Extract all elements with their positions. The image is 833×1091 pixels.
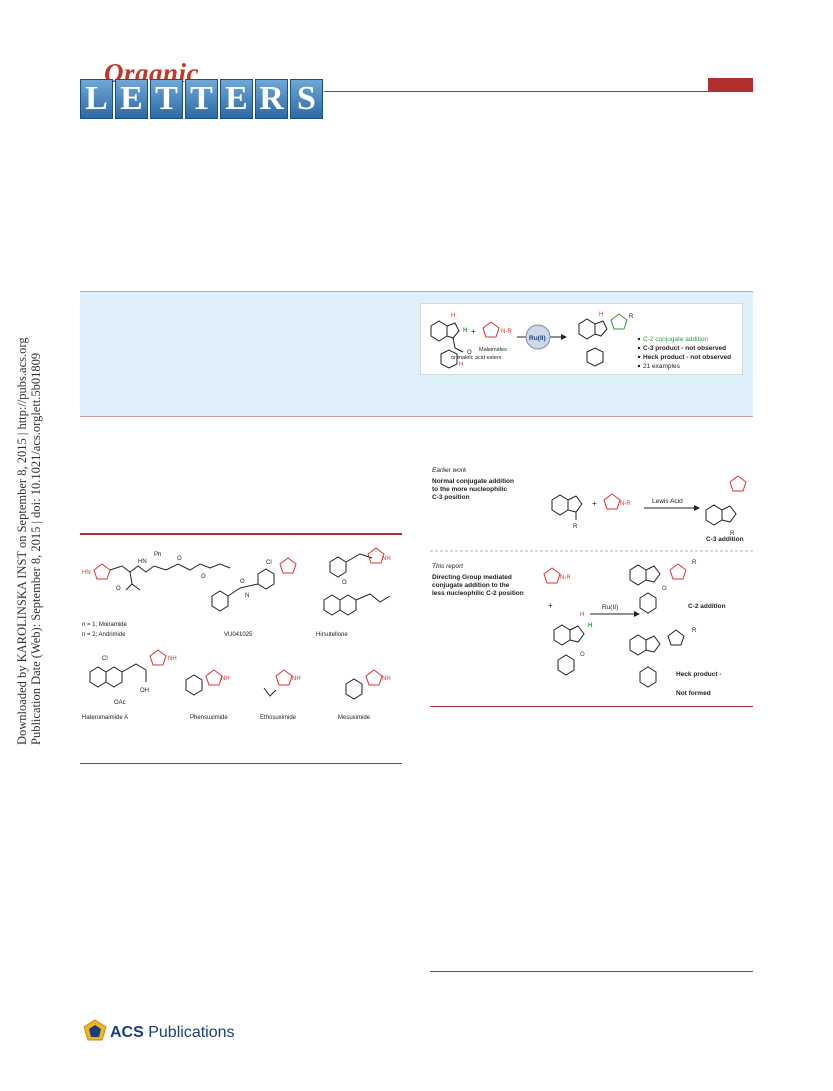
svg-text:H: H xyxy=(463,328,467,334)
andrimide-label: n = 2; Andrimide xyxy=(82,632,126,638)
svg-text:O: O xyxy=(580,652,585,658)
earlier-work-label: Earlier work xyxy=(432,467,467,474)
ethosuximide-label: Ethosuximide xyxy=(260,715,297,721)
svg-text:O: O xyxy=(240,579,245,585)
logo-letter: E xyxy=(220,79,253,119)
svg-text:Cl: Cl xyxy=(102,656,108,662)
svg-text:NH: NH xyxy=(221,676,230,682)
toc-bullet: C-2 conjugate addition xyxy=(643,336,708,343)
svg-text:HN: HN xyxy=(138,559,147,565)
svg-text:O: O xyxy=(201,574,206,580)
logo-letter: T xyxy=(185,79,218,119)
svg-text:+: + xyxy=(471,327,476,336)
logo-letter: R xyxy=(255,79,288,119)
acs-logo-icon xyxy=(83,1019,107,1041)
phensuximide-label: Phensuximide xyxy=(190,715,228,721)
svg-text:O: O xyxy=(116,586,121,592)
logo-letter: L xyxy=(80,79,113,119)
report-desc-line: conjugate addition to the xyxy=(432,582,510,589)
svg-text:H: H xyxy=(451,313,455,319)
acs-publications-logo[interactable]: ACS Publications xyxy=(110,1024,235,1042)
svg-text:N-R: N-R xyxy=(620,501,631,507)
heck-product-label: Heck product - xyxy=(676,671,722,678)
journal-logo: L E T T E R S xyxy=(80,79,323,119)
svg-text:H: H xyxy=(588,623,592,629)
svg-text:NH: NH xyxy=(382,556,391,562)
hirsutellone-label: Hirsutellone xyxy=(316,632,348,638)
svg-text:NH: NH xyxy=(292,676,301,682)
toc-bullet: C-3 product - not observed xyxy=(643,345,726,352)
haterumaimide-label: Haterumaimide A xyxy=(82,715,128,721)
mesuximide-label: Mesuximide xyxy=(338,715,371,721)
svg-text:R: R xyxy=(629,314,634,320)
svg-text:H: H xyxy=(580,612,584,618)
svg-text:R: R xyxy=(573,524,578,530)
toc-scheme: H H H O + N-R Maleimides or maleic acid … xyxy=(430,312,731,370)
svg-text:+: + xyxy=(592,499,597,508)
svg-text:N-R: N-R xyxy=(560,575,571,581)
svg-text:O: O xyxy=(177,556,182,562)
this-report-label: This report xyxy=(432,563,464,570)
svg-text:R: R xyxy=(730,531,735,537)
figure-left-top-rule xyxy=(80,533,402,535)
svg-text:HN: HN xyxy=(82,570,91,576)
toc-bullet: Heck product - not observed xyxy=(643,354,731,361)
earlier-desc-line: Normal conjugate addition xyxy=(432,478,514,485)
logo-letter: E xyxy=(115,79,148,119)
c3-addition-label: C-3 addition xyxy=(706,536,744,543)
oh-label: OH xyxy=(140,688,149,694)
logo-letter: S xyxy=(290,79,323,119)
svg-text:N: N xyxy=(245,593,249,599)
masthead-tab xyxy=(708,78,753,92)
figure-left-structures: HN O HN Ph O O n = 1; Moiramide n = 2; A… xyxy=(82,547,391,721)
figure-right-bottom-rule xyxy=(430,706,753,707)
figure-right-scheme: Earlier work Normal conjugate addition t… xyxy=(430,467,753,697)
publication-date-line: Publication Date (Web): September 8, 201… xyxy=(29,352,43,745)
report-desc-line: less nucleophilic C-2 position xyxy=(432,590,524,597)
svg-text:O: O xyxy=(467,350,472,356)
toc-maleimides-label: Maleimides xyxy=(479,347,507,353)
oac-label: OAc xyxy=(114,700,126,706)
not-formed-label: Not formed xyxy=(676,690,711,697)
acs-logo-publications: Publications xyxy=(148,1024,235,1041)
toc-graphic: H H H O + N-R Maleimides or maleic acid … xyxy=(420,303,743,375)
svg-text:O: O xyxy=(342,580,347,586)
earlier-desc-line: to the more nucleophilic xyxy=(432,486,508,493)
logo-letter: T xyxy=(150,79,183,119)
svg-text:NH: NH xyxy=(382,676,391,682)
cl-label: Cl xyxy=(266,560,272,566)
svg-text:H: H xyxy=(459,362,463,368)
svg-text:R: R xyxy=(692,628,697,634)
svg-text:O: O xyxy=(662,586,667,592)
moiramide-label: n = 1; Moiramide xyxy=(82,622,128,628)
acs-logo-acs: ACS xyxy=(110,1024,144,1041)
figure-left-bottom-rule xyxy=(80,763,402,764)
column-bottom-rule xyxy=(430,971,753,972)
svg-text:NH: NH xyxy=(168,656,177,662)
toc-maleic-label: or maleic acid esters xyxy=(451,355,502,361)
toc-nr-label: N-R xyxy=(501,329,512,335)
ph-label: Ph xyxy=(154,552,161,558)
toc-catalyst-label: Ru(II) xyxy=(529,335,546,342)
svg-text:+: + xyxy=(548,601,553,610)
svg-text:H: H xyxy=(599,312,603,318)
ru-label: Ru(II) xyxy=(602,604,618,611)
report-desc-line: Directing Group mediated xyxy=(432,574,512,581)
download-stamp-line: Downloaded by KAROLINSKA INST on Septemb… xyxy=(15,337,29,745)
lewis-acid-label: Lewis Acid xyxy=(652,498,683,505)
svg-text:R: R xyxy=(692,560,697,566)
toc-bullet: 21 examples xyxy=(643,363,681,370)
masthead-rule xyxy=(324,91,752,92)
vu-label: VU041025 xyxy=(224,632,253,638)
c2-addition-label: C-2 addition xyxy=(688,603,726,610)
earlier-desc-line: C-3 position xyxy=(432,494,470,501)
